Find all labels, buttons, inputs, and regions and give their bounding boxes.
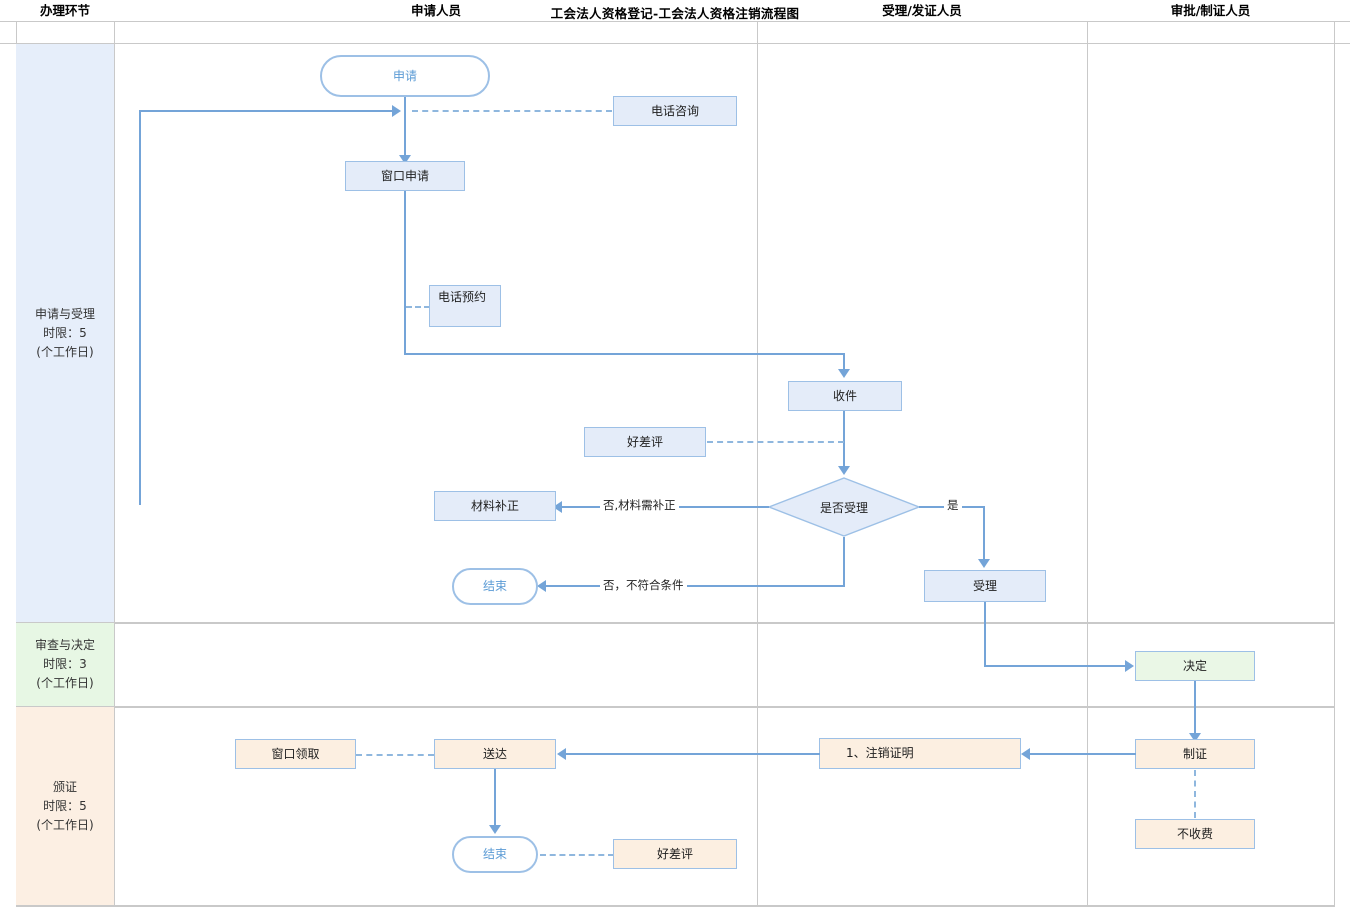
grid-vline-stage (114, 22, 115, 907)
arrow-deliver-to-end (489, 825, 501, 834)
edge-pickup-dashed (356, 754, 434, 756)
node-deliver[interactable]: 送达 (434, 739, 556, 769)
edge-accept-to-decide (984, 665, 1127, 667)
node-decide[interactable]: 决定 (1135, 651, 1255, 681)
edge-label-yes: 是 (944, 497, 962, 513)
stage-cell-apply-accept: 申请与受理 时限：5 (个工作日) (16, 44, 114, 622)
stage-unit-issue-cert: (个工作日) (36, 817, 94, 832)
stage-limit-apply-accept: 时限：5 (43, 325, 87, 340)
stage-name-issue-cert: 颁证 (52, 779, 77, 794)
grid-hline-row2 (16, 706, 1334, 708)
stage-limit-issue-cert: 时限：5 (43, 798, 87, 813)
edge-proof-to-deliver (565, 753, 820, 755)
node-decision-label: 是否受理 (819, 500, 868, 515)
node-window-pickup[interactable]: 窗口领取 (235, 739, 356, 769)
node-no-fee[interactable]: 不收费 (1135, 819, 1255, 849)
node-receive[interactable]: 收件 (788, 381, 902, 411)
grid-vline-acceptor (1087, 22, 1088, 907)
node-end-top[interactable]: 结束 (452, 568, 538, 605)
edge-decision-yes-down (983, 506, 985, 561)
arrow-proof-to-deliver (557, 748, 566, 760)
stage-name-apply-accept: 申请与受理 (34, 306, 95, 321)
arrow-decision-yes (978, 559, 990, 568)
edge-decision-to-end-horizontal (545, 585, 845, 587)
edge-make-cert-to-proof (1029, 753, 1136, 755)
edge-window-apply-down (404, 191, 406, 354)
node-phone-booking[interactable]: 电话预约 (429, 285, 501, 327)
stage-limit-review-decide: 时限：3 (43, 657, 87, 671)
node-start[interactable]: 申请 (320, 55, 490, 97)
edge-start-to-window-apply (404, 97, 406, 157)
grid-vline-applicant (757, 22, 758, 907)
arrow-start-to-window-apply (399, 155, 411, 164)
page-title: 工会法人资格登记-工会法人资格注销流程图 (550, 6, 800, 21)
column-header-row (0, 22, 1350, 44)
edge-decision-to-end-vertical (843, 537, 845, 587)
diamond-shape (767, 477, 921, 537)
stage-unit-apply-accept: (个工作日) (36, 344, 94, 359)
grid-vline-right (1334, 22, 1335, 907)
edge-receive-to-decision (843, 411, 845, 468)
edge-label-not-qualified: 否，不符合条件 (600, 577, 687, 593)
node-window-apply[interactable]: 窗口申请 (345, 161, 465, 191)
stage-name-review-decide: 审查与决定 (34, 638, 95, 652)
node-decision[interactable]: 是否受理 (767, 477, 921, 537)
stage-cell-issue-cert: 颁证 时限：5 (个工作日) (16, 707, 114, 905)
arrow-accept-to-decide (1125, 660, 1134, 672)
arrow-make-cert-to-proof (1021, 748, 1030, 760)
grid-hline-row1 (16, 622, 1334, 624)
column-header-approver: 审批/制证人员 (1170, 3, 1251, 18)
arrow-decision-to-end (537, 580, 546, 592)
grid-hline-bottom (16, 905, 1334, 907)
node-rating-top[interactable]: 好差评 (584, 427, 706, 457)
edge-deliver-to-end (494, 769, 496, 827)
edge-label-need-fix: 否,材料需补正 (600, 497, 679, 513)
title-bar (0, 0, 1350, 22)
column-header-acceptor: 受理/发证人员 (882, 3, 962, 18)
stage-cell-review-decide: 审查与决定 时限：3 (个工作日) (16, 623, 114, 706)
column-header-applicant: 申请人员 (410, 3, 461, 18)
column-header-stage: 办理环节 (39, 3, 90, 18)
node-rating-bottom[interactable]: 好差评 (613, 839, 737, 869)
arrow-decision-to-fix (553, 501, 562, 513)
arrow-fix-return (392, 105, 401, 117)
edge-fix-return-horizontal (139, 110, 397, 112)
node-phone-consult[interactable]: 电话咨询 (613, 96, 737, 126)
node-cancel-proof[interactable]: 1、注销证明 (819, 738, 1021, 769)
node-make-cert[interactable]: 制证 (1135, 739, 1255, 769)
edge-no-fee-dashed (1194, 770, 1196, 818)
node-end-bottom[interactable]: 结束 (452, 836, 538, 873)
edge-window-apply-right (404, 353, 845, 355)
stage-unit-review-decide: (个工作日) (36, 676, 94, 690)
edge-rating-top-dashed (707, 441, 844, 443)
node-material-fix[interactable]: 材料补正 (434, 491, 556, 521)
edge-to-receive-vertical (843, 353, 845, 373)
edge-decide-to-make-cert (1194, 681, 1196, 735)
arrow-to-receive (838, 369, 850, 378)
edge-fix-return-vertical (139, 110, 141, 505)
edge-rating-bottom-dashed (540, 854, 614, 856)
edge-accept-down (984, 602, 986, 666)
arrow-decide-to-make-cert (1189, 733, 1201, 742)
edge-booking-dashed (406, 306, 430, 308)
edge-consult-dashed (412, 110, 612, 112)
node-accept[interactable]: 受理 (924, 570, 1046, 602)
arrow-receive-to-decision (838, 466, 850, 475)
